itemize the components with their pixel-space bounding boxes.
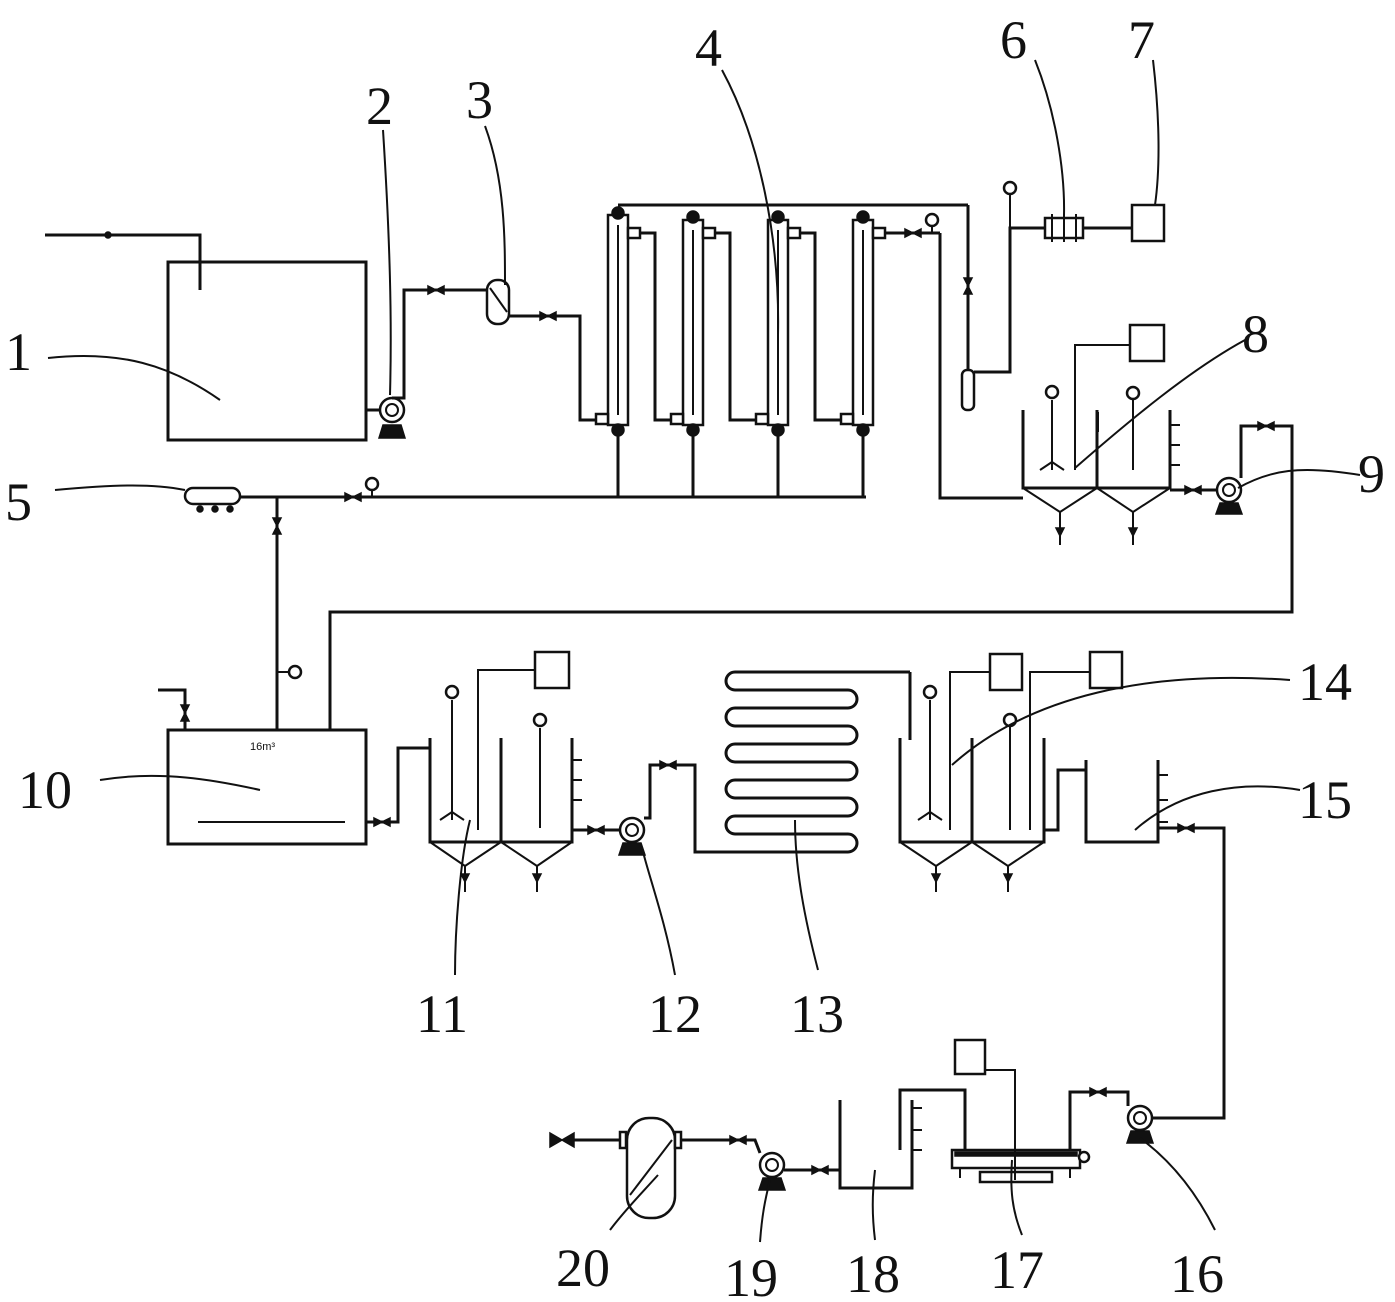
label-9: 9 <box>1358 444 1385 504</box>
label-13: 13 <box>790 984 844 1044</box>
tank-10-volume: 16m³ <box>250 741 275 753</box>
reaction-tank-11 <box>428 650 582 892</box>
serpentine-reactor-13 <box>724 670 912 854</box>
label-11: 11 <box>416 984 468 1044</box>
label-17: 17 <box>990 1240 1044 1300</box>
reaction-tank-14 <box>898 650 1124 892</box>
pump-9 <box>328 420 1294 730</box>
label-2: 2 <box>366 76 393 136</box>
membrane-columns-4 <box>594 203 1023 500</box>
label-7: 7 <box>1128 10 1155 70</box>
pump-16 <box>1068 1086 1155 1150</box>
label-4: 4 <box>695 18 722 78</box>
clear-water-tank-18 <box>784 1100 922 1190</box>
label-5: 5 <box>5 472 32 532</box>
filter-press-17 <box>898 1038 1091 1184</box>
label-19: 19 <box>724 1248 778 1302</box>
label-6: 6 <box>1000 10 1027 70</box>
buffer-tank-15 <box>1084 760 1226 1120</box>
label-3: 3 <box>466 70 493 130</box>
label-18: 18 <box>846 1244 900 1302</box>
label-10: 10 <box>18 760 72 820</box>
compressor-5 <box>183 476 866 730</box>
label-8: 8 <box>1242 304 1269 364</box>
vessel-7 <box>1130 203 1166 243</box>
heat-exchanger-6 <box>1043 214 1132 242</box>
leader-lines <box>47 59 1361 1243</box>
pump-19 <box>675 1134 787 1191</box>
label-1: 1 <box>5 322 32 382</box>
label-15: 15 <box>1298 770 1352 830</box>
label-16: 16 <box>1170 1244 1224 1302</box>
pump-12 <box>572 759 730 856</box>
labels: 1 2 3 4 5 6 7 8 9 10 11 12 13 14 15 16 1… <box>5 10 1385 1302</box>
storage-tank-10: 16m³ <box>158 688 430 846</box>
settling-tank-8 <box>1021 323 1180 545</box>
pump-2 <box>366 284 490 439</box>
product-vessel-20 <box>549 1116 683 1220</box>
label-20: 20 <box>556 1238 610 1298</box>
filter-3 <box>485 278 605 422</box>
feed-tank-1 <box>45 231 368 442</box>
label-12: 12 <box>648 984 702 1044</box>
gauge-branch <box>960 180 1045 412</box>
label-14: 14 <box>1298 652 1352 712</box>
